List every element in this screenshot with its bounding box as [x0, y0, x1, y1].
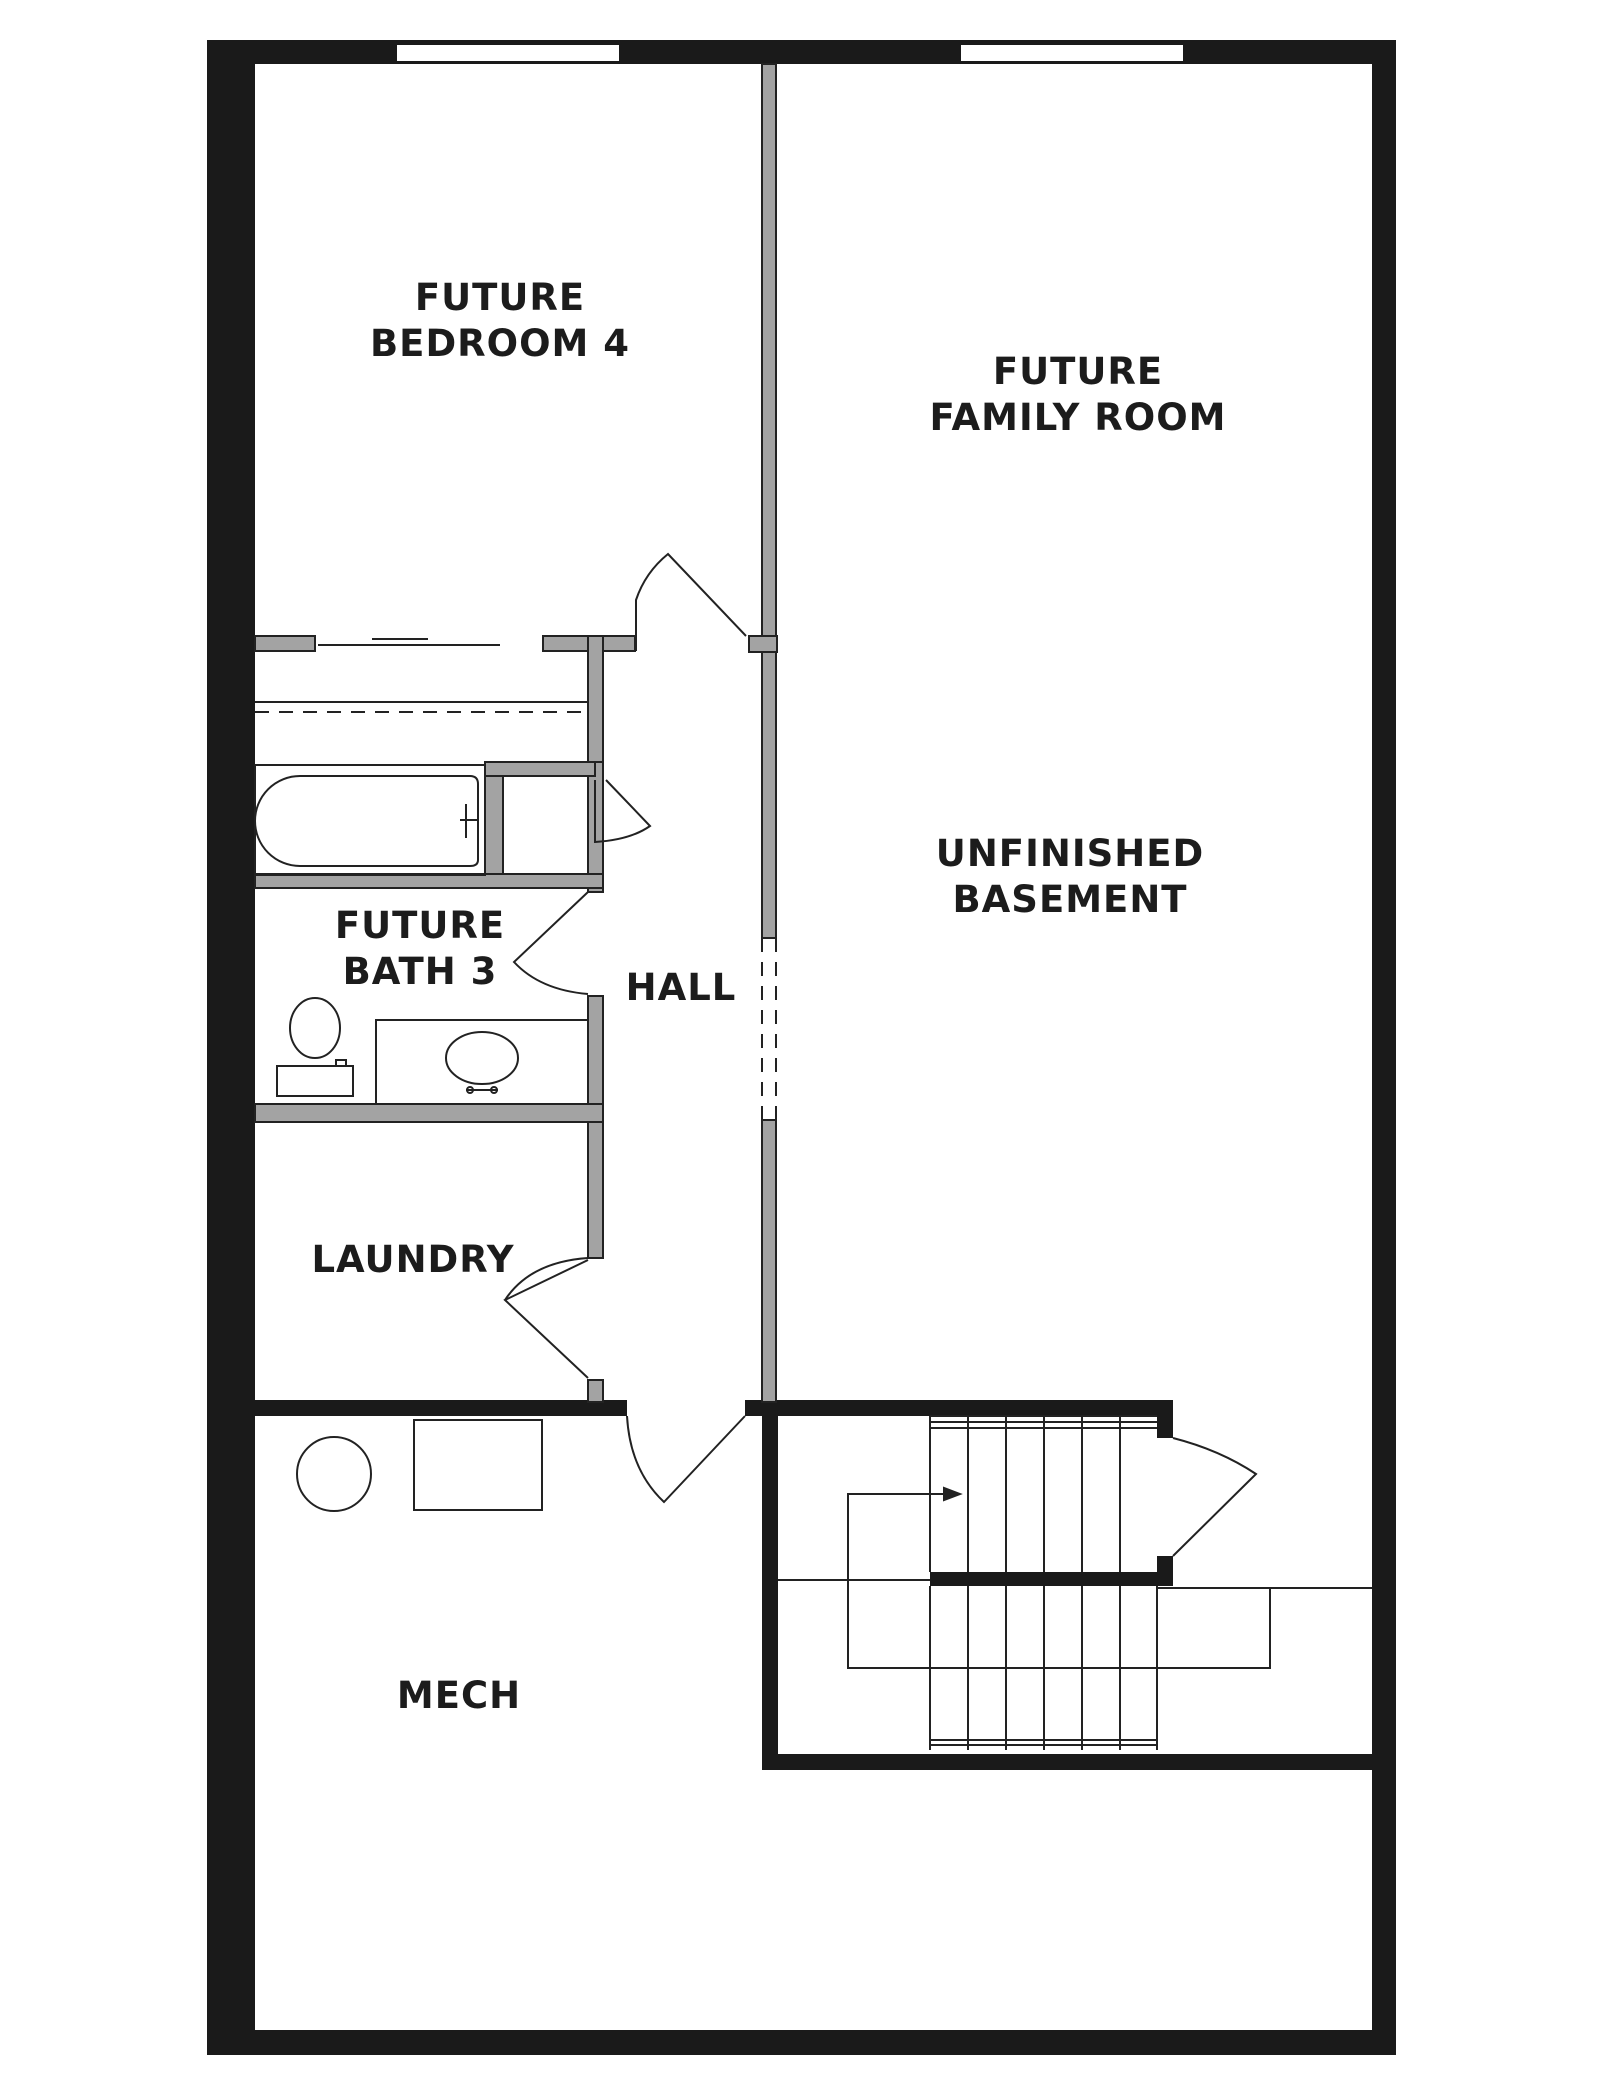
mech-label: MECH — [397, 1674, 521, 1717]
family-room-label-line1: FUTURE — [993, 350, 1163, 393]
bedroom-label-line2: BEDROOM 4 — [370, 322, 630, 365]
windows — [395, 43, 1185, 63]
interior-walls — [254, 63, 778, 1403]
bedroom-label-line1: FUTURE — [415, 276, 585, 319]
doors — [503, 552, 1258, 1557]
opening — [761, 938, 777, 1120]
closet-shelf — [255, 638, 588, 713]
bathtub-icon — [254, 764, 486, 876]
hall-label: HALL — [626, 966, 737, 1009]
room-labels: FUTURE BEDROOM 4 FUTURE FAMILY ROOM UNFI… — [311, 276, 1227, 1717]
family-room-label-line2: FAMILY ROOM — [930, 396, 1227, 439]
water-heater-icon — [296, 1436, 372, 1512]
unfinished-label-line1: UNFINISHED — [936, 832, 1204, 875]
exterior-walls — [207, 40, 1396, 2055]
window-family-room — [959, 43, 1185, 63]
toilet-icon — [276, 997, 354, 1097]
unfinished-label-line2: BASEMENT — [952, 878, 1187, 921]
bath-label-line2: BATH 3 — [343, 950, 498, 993]
bath-label-line1: FUTURE — [335, 904, 505, 947]
window-bedroom — [395, 43, 621, 63]
sink-icon — [375, 1019, 589, 1105]
laundry-label: LAUNDRY — [311, 1238, 514, 1281]
furnace-icon — [413, 1419, 543, 1511]
stairs-icon — [778, 1415, 1372, 1750]
